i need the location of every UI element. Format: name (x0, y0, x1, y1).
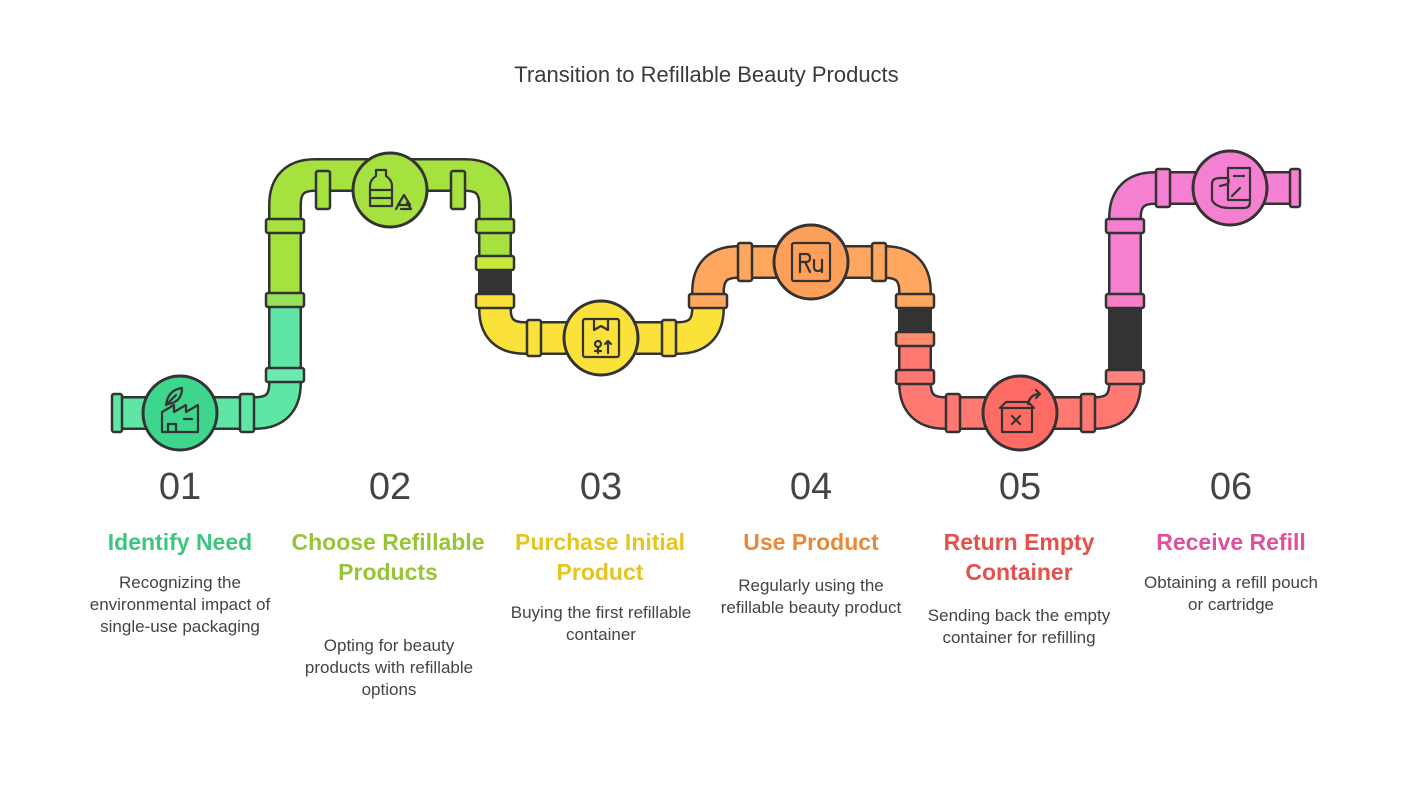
step-number-5: 05 (998, 466, 1042, 508)
step-description-3: Buying the first refillable container (510, 603, 692, 644)
step-description-1: Recognizing the environmental impact of … (89, 573, 271, 636)
step-number-3: 03 (579, 466, 623, 508)
step-description-4: Regularly using the refillable beauty pr… (720, 576, 902, 617)
node-circle-4 (772, 223, 850, 301)
cosmetic-element-icon (790, 241, 832, 283)
step-number-6: 06 (1209, 466, 1253, 508)
refill-pouch-icon (1210, 166, 1252, 210)
node-circle-1 (141, 374, 219, 452)
step-description-6: Obtaining a refill pouch or cartridge (1144, 573, 1318, 614)
node-circle-6 (1191, 149, 1269, 227)
step-heading-5: Return Empty Container (943, 529, 1095, 585)
step-heading-4: Use Product (743, 529, 879, 555)
step-heading-1: Identify Need (107, 529, 253, 555)
step-number-4: 04 (789, 466, 833, 508)
node-circle-3 (562, 299, 640, 377)
step-number-1: 01 (158, 466, 202, 508)
step-heading-2: Choose Refillable Products (291, 529, 485, 585)
step-heading-6: Receive Refill (1156, 529, 1306, 555)
step-description-2: Opting for beauty products with refillab… (304, 636, 474, 699)
step-number-2: 02 (368, 466, 412, 508)
step-heading-3: Purchase Initial Product (514, 529, 685, 585)
return-box-icon (998, 388, 1042, 434)
box-purchase-icon (581, 317, 621, 359)
node-circle-5 (981, 374, 1059, 452)
factory-leaf-icon (160, 386, 200, 434)
bottle-recycle-icon (368, 168, 413, 211)
page-title: Transition to Refillable Beauty Products (514, 62, 899, 87)
step-description-5: Sending back the empty container for ref… (927, 606, 1111, 647)
